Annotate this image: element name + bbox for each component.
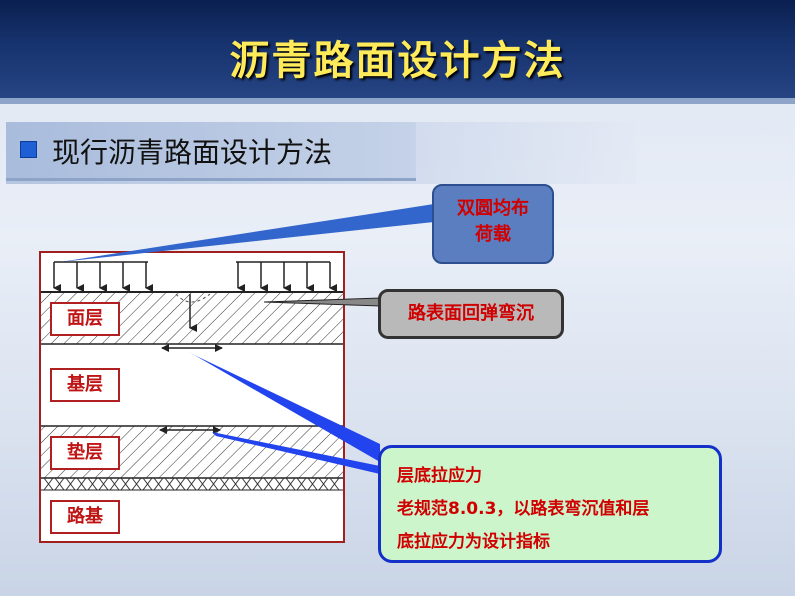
subgrade-cross <box>54 477 65 491</box>
subgrade-cross <box>43 477 54 491</box>
layer-label-subgrade: 路基 <box>50 500 120 534</box>
subgrade-cross <box>142 477 153 491</box>
subgrade-cross <box>318 477 329 491</box>
square-bullet-icon <box>20 141 37 158</box>
subgrade-cross <box>98 477 109 491</box>
subgrade-cross <box>164 477 175 491</box>
page-title: 沥青路面设计方法 <box>229 38 566 84</box>
subgrade-cross <box>230 477 241 491</box>
stress-callout-line3: 底拉应力为设计指标 <box>397 532 550 552</box>
subgrade-cross <box>87 477 98 491</box>
subgrade-cross <box>274 477 285 491</box>
layer-label-base: 基层 <box>50 368 120 402</box>
title-banner: 沥青路面设计方法 <box>0 0 795 104</box>
subgrade-cross <box>65 477 76 491</box>
subgrade-cross <box>175 477 186 491</box>
layer-label-cushion: 垫层 <box>50 436 120 470</box>
stress-callout-line2: 老规范8.0.3，以路表弯沉值和层 <box>397 499 650 519</box>
load-leader <box>60 204 434 262</box>
layer-label-surface: 面层 <box>50 302 120 336</box>
subgrade-cross <box>131 477 142 491</box>
subgrade-cross <box>285 477 296 491</box>
subgrade-cross <box>307 477 318 491</box>
section-subtitle: 现行沥青路面设计方法 <box>52 136 333 169</box>
subgrade-cross <box>241 477 252 491</box>
subgrade-cross <box>296 477 307 491</box>
subgrade-cross <box>252 477 263 491</box>
stress-leader-2 <box>212 432 380 474</box>
subgrade-cross <box>263 477 274 491</box>
subgrade-cross-pattern <box>43 477 340 491</box>
load-callout: 双圆均布荷载 <box>432 184 554 264</box>
load-arrows <box>53 262 337 292</box>
load-callout-text: 双圆均布荷载 <box>457 198 529 245</box>
subgrade-cross <box>153 477 164 491</box>
subgrade-cross <box>120 477 131 491</box>
section-bar-highlight <box>6 122 416 181</box>
stress-callout-line1: 层底拉应力 <box>397 466 482 486</box>
stress-callout: 层底拉应力 老规范8.0.3，以路表弯沉值和层 底拉应力为设计指标 <box>378 445 722 563</box>
subgrade-cross <box>197 477 208 491</box>
subgrade-cross <box>329 477 340 491</box>
subgrade-cross <box>109 477 120 491</box>
subgrade-cross <box>186 477 197 491</box>
subgrade-cross <box>208 477 219 491</box>
subgrade-cross <box>219 477 230 491</box>
deflection-callout: 路表面回弹弯沉 <box>378 289 564 339</box>
subgrade-cross <box>76 477 87 491</box>
